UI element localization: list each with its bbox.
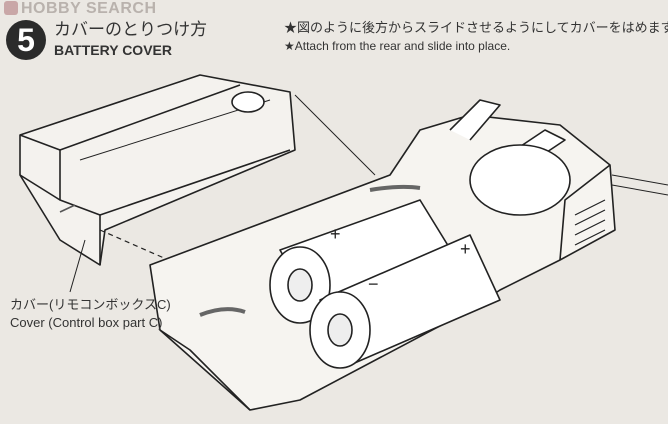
battery-plus-mark: + [330, 224, 341, 244]
callout-leader-line [69, 239, 86, 293]
callout-label-en: Cover (Control box part C) [10, 315, 163, 330]
step-title-en: BATTERY COVER [54, 42, 172, 58]
battery-minus-mark: − [368, 274, 379, 294]
watermark: HOBBY SEARCH [4, 0, 157, 18]
battery-cover-part [19, 74, 296, 301]
watermark-text: HOBBY SEARCH [21, 0, 157, 17]
hobby-search-logo-icon [4, 1, 18, 15]
instruction-jp: ★図のように後方からスライドさせるようにしてカバーをはめます。 [284, 20, 668, 35]
battery-plus-mark: + [460, 239, 471, 259]
callout-label-jp: カバー(リモコンボックスC) [10, 297, 171, 312]
instruction-en: ★Attach from the rear and slide into pla… [284, 39, 511, 53]
step-number-badge: 5 [6, 20, 46, 60]
guide-line [294, 94, 376, 176]
step-title-jp: カバーのとりつけ方 [54, 20, 208, 39]
slide-arrow [199, 307, 246, 317]
batteries [269, 199, 501, 369]
slide-arrow [369, 184, 421, 192]
